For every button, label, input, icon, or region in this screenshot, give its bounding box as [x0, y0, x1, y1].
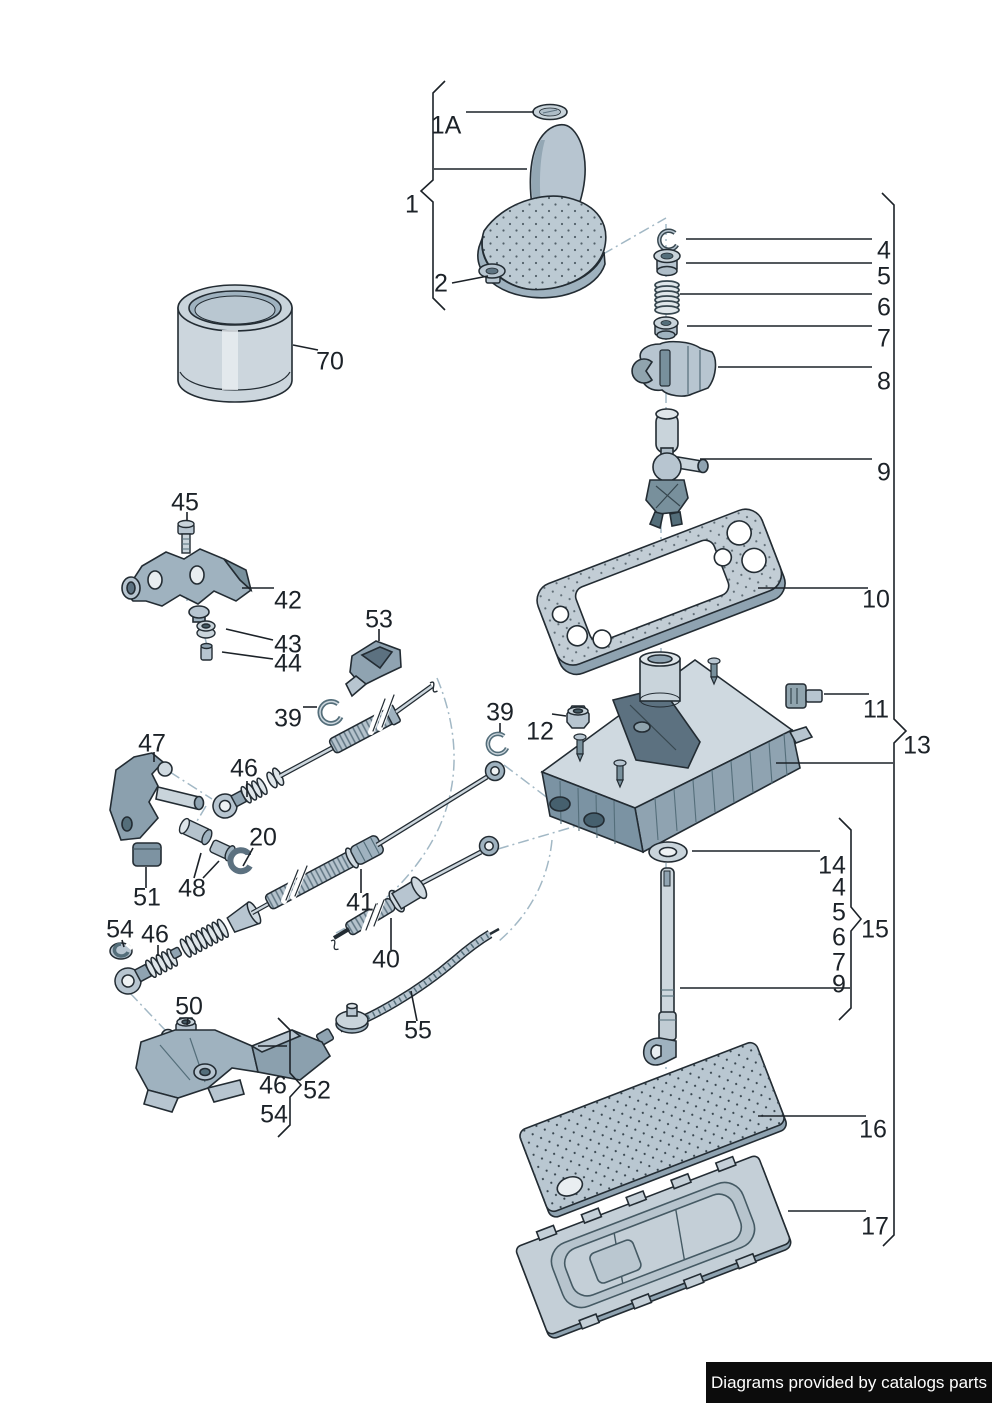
housing-screws — [573, 657, 721, 789]
part-47-relay-lever — [109, 752, 205, 841]
part-2-clip — [478, 263, 506, 284]
part-40-bushing — [388, 876, 428, 913]
part-45-bolt — [177, 519, 195, 554]
bracket-15 — [838, 817, 863, 1021]
part-16-insulation-plate — [519, 1041, 787, 1218]
part-55-cable-tie — [315, 927, 500, 1046]
part-46-cable-eye-upper — [212, 777, 268, 819]
bracket-1 — [419, 80, 446, 311]
part-10-gasket — [536, 508, 786, 676]
part-8-clamp-housing — [631, 340, 717, 397]
part-17-cover-frame — [515, 1155, 792, 1339]
part-41-damper — [344, 835, 384, 869]
leader-lines — [121, 111, 893, 1212]
break-mark — [361, 898, 385, 934]
part-39-circlip-left — [317, 698, 344, 726]
bracket-52 — [277, 1017, 303, 1138]
cable-select-right-run — [330, 835, 500, 951]
part-43-bushing — [196, 620, 216, 639]
part-52-selector-lever — [135, 1028, 332, 1113]
part-39-circlip-right — [485, 731, 510, 757]
part-11-clip — [785, 683, 823, 709]
part-42-bracket — [121, 548, 253, 623]
break-mark — [281, 864, 308, 904]
part-51-cap — [132, 842, 162, 867]
break-mark — [368, 693, 395, 735]
part-1a-emblem-cap — [532, 103, 568, 121]
part-48-bushings — [178, 817, 236, 862]
part-12-nut — [566, 705, 590, 729]
footer-credit-text: Diagrams provided by catalogs parts — [711, 1372, 987, 1392]
part-46-cable-eye-lower — [114, 948, 179, 995]
part-4-circlip — [657, 228, 679, 252]
part-13-shifter-housing — [540, 651, 814, 854]
part-5-bushing — [653, 248, 681, 277]
part-14-washer — [648, 841, 688, 863]
part-70-sleeve — [177, 284, 293, 403]
bracket-13 — [881, 192, 908, 1247]
group-brackets — [277, 80, 908, 1247]
part-6-spring — [654, 280, 680, 315]
part-1-knob-and-boot — [477, 103, 607, 299]
cable-shift-main-run — [109, 760, 506, 995]
part-20-clip — [227, 847, 253, 875]
part-54-clip-upper — [109, 942, 133, 960]
part-15-rod — [642, 867, 677, 1066]
part-7-bushing — [653, 316, 679, 340]
part-53-clip — [344, 640, 402, 698]
cable-eye-ring-upper — [484, 760, 506, 782]
part-44-sleeve — [200, 642, 213, 661]
cable-eye-ring-lower — [478, 835, 500, 857]
footer-credit: Diagrams provided by catalogs parts — [706, 1362, 992, 1403]
part-9-shift-lever — [645, 408, 709, 530]
cable-select-left-end — [212, 681, 438, 819]
